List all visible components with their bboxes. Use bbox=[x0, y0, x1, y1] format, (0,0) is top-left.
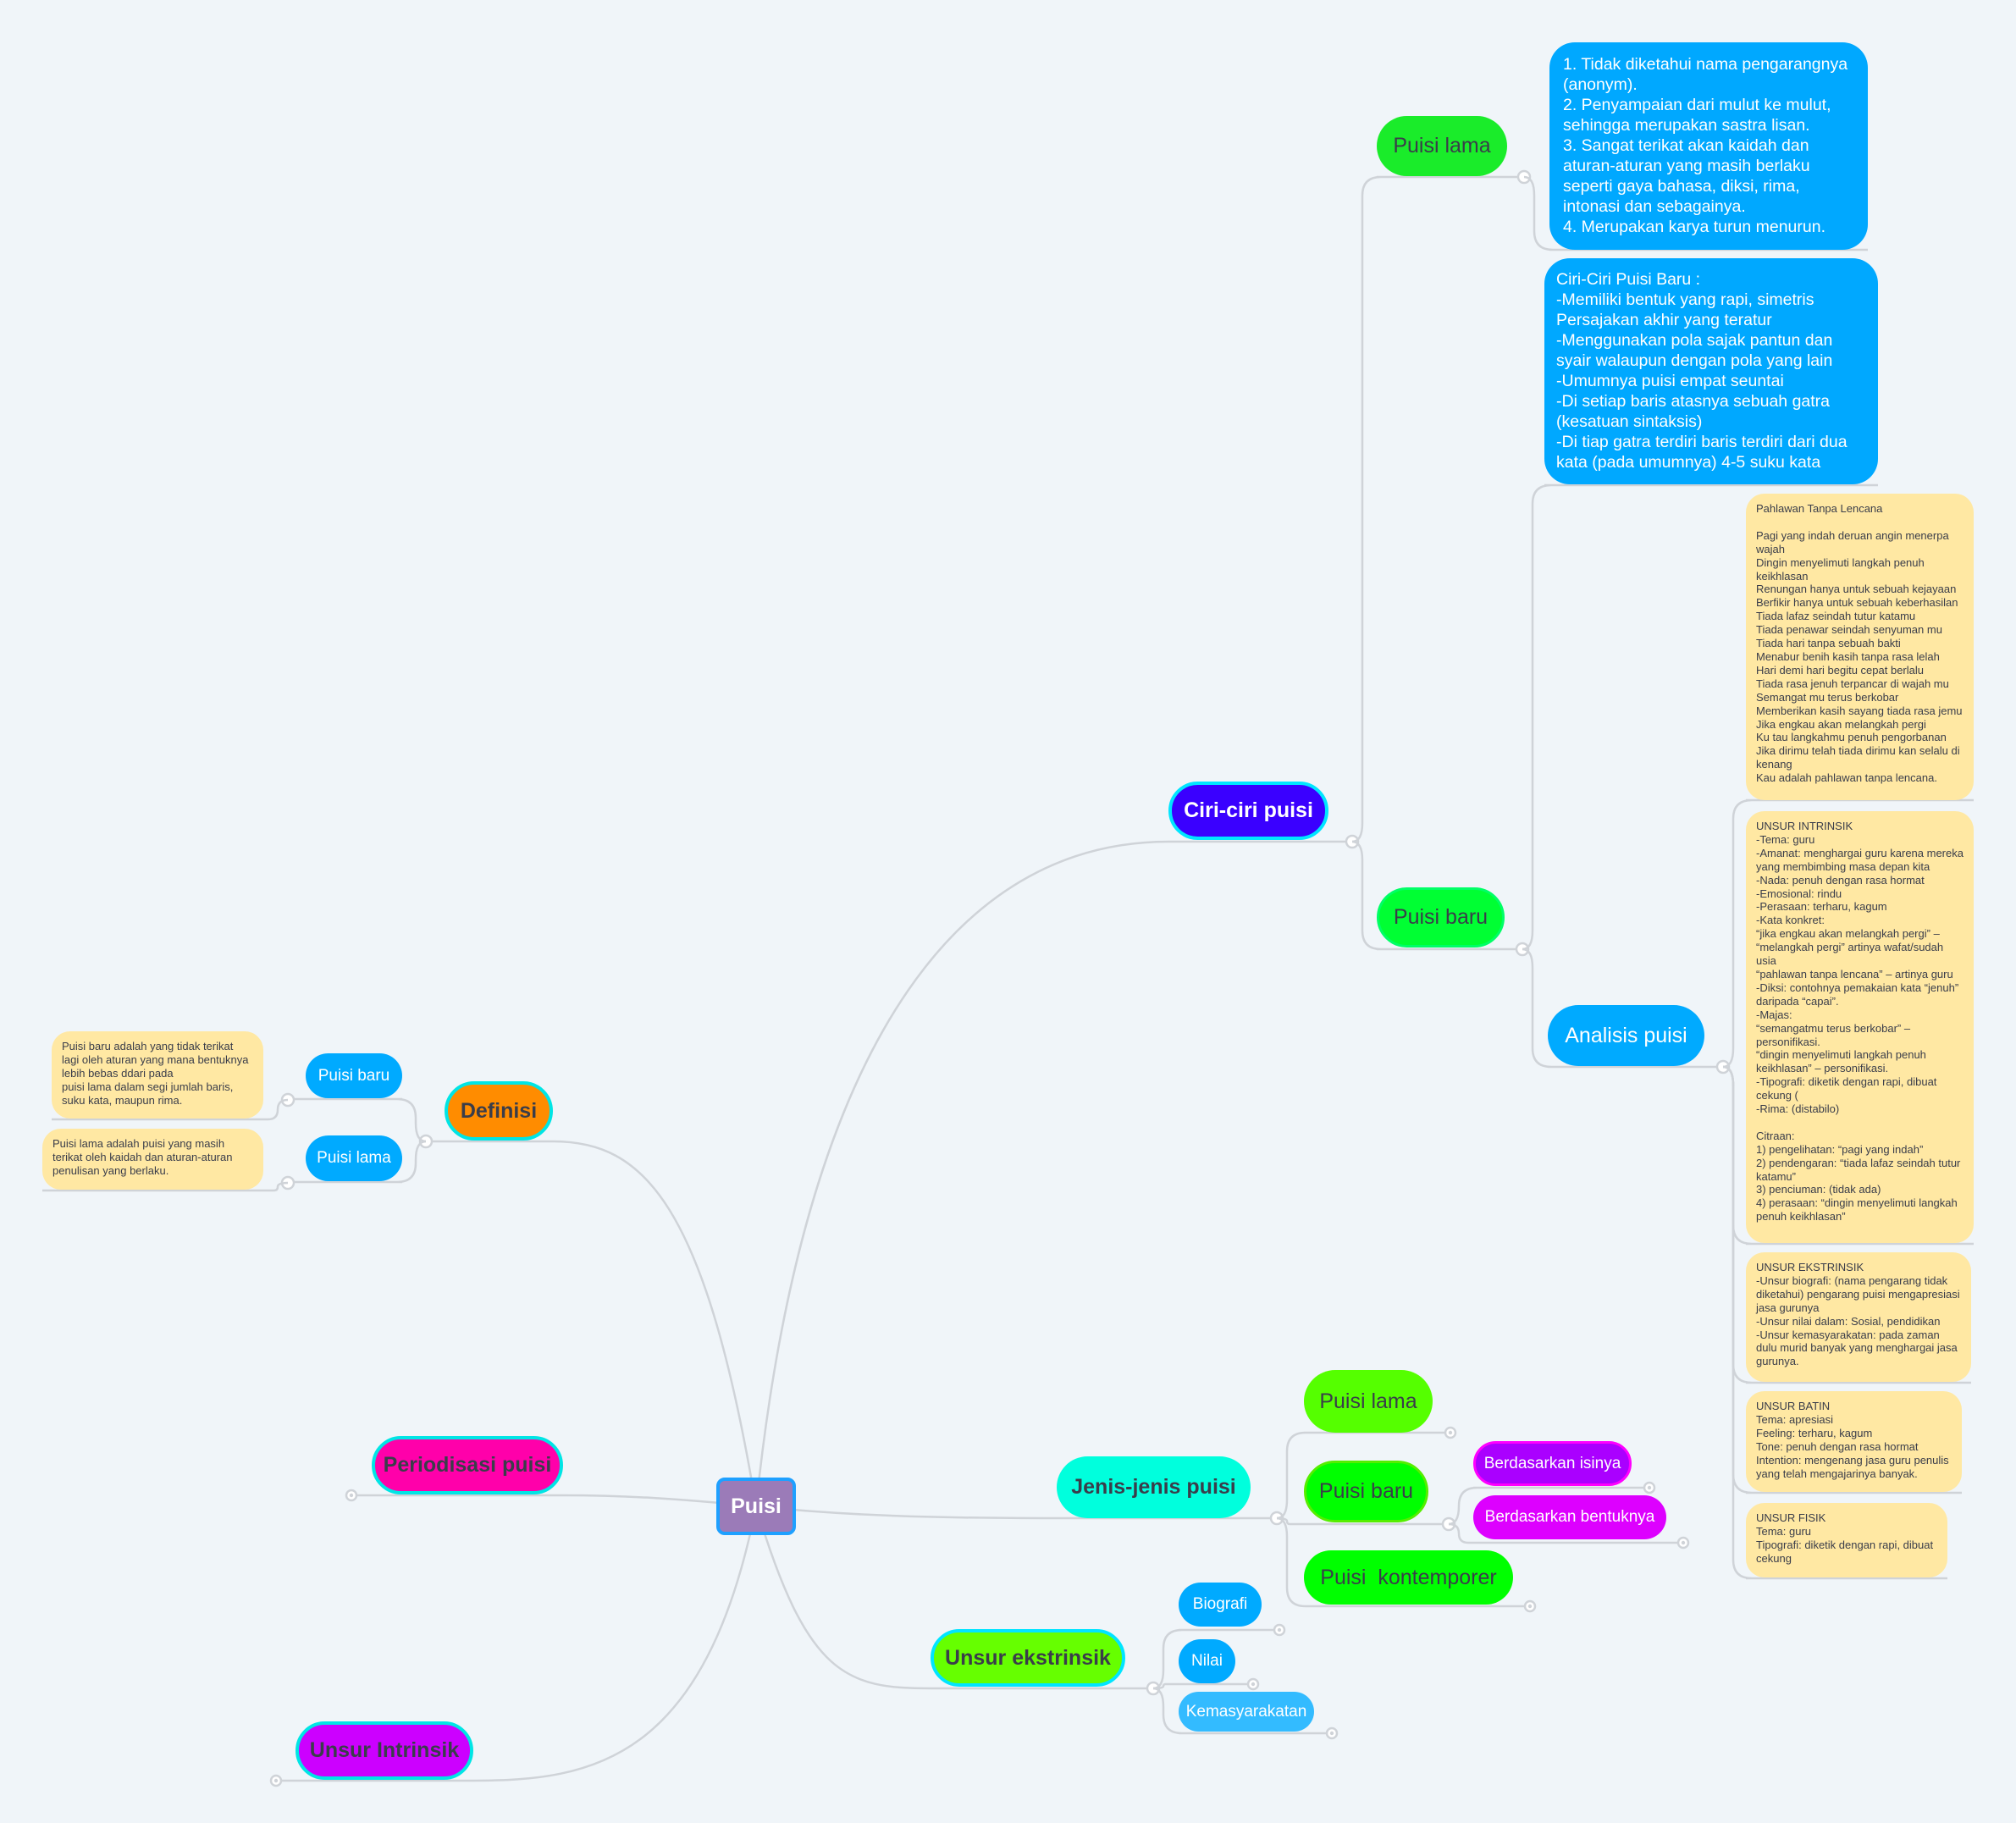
jenis-node[interactable]: Jenis-jenis puisi bbox=[1057, 1456, 1251, 1518]
definisi-puisi-lama-node[interactable]: Puisi lama bbox=[306, 1135, 402, 1181]
kemasyarakatan-node[interactable]: Kemasyarakatan bbox=[1179, 1692, 1314, 1732]
connector bbox=[1351, 175, 1524, 843]
connector bbox=[754, 840, 1169, 1507]
connector bbox=[1351, 840, 1522, 951]
definisi-puisi-baru-note: Puisi baru adalah yang tidak terikat lag… bbox=[52, 1031, 263, 1119]
connector bbox=[1522, 483, 1878, 951]
connector bbox=[754, 1505, 1153, 1690]
toggle-dot-icon bbox=[1251, 1682, 1256, 1687]
connector bbox=[306, 1140, 427, 1184]
ciri-puisi-baru-note: Ciri-Ciri Puisi Baru : -Memiliki bentuk … bbox=[1544, 258, 1878, 484]
poem-note: Pahlawan Tanpa Lencana Pagi yang indah d… bbox=[1746, 494, 1974, 800]
unsur-fisik-note: UNSUR FISIK Tema: guru Tipografi: diketi… bbox=[1746, 1503, 1947, 1577]
connector bbox=[1722, 1065, 1947, 1580]
unsur-batin-note: UNSUR BATIN Tema: apresiasi Feeling: ter… bbox=[1746, 1391, 1962, 1492]
toggle-dot-icon bbox=[1448, 1430, 1453, 1435]
root-node[interactable]: Puisi bbox=[716, 1478, 796, 1535]
nilai-node[interactable]: Nilai bbox=[1179, 1639, 1235, 1683]
biografi-node[interactable]: Biografi bbox=[1179, 1583, 1262, 1627]
connector bbox=[1276, 1431, 1450, 1520]
ciri-puisi-lama-note: 1. Tidak diketahui nama pengarangnya (an… bbox=[1549, 42, 1868, 250]
definisi-node[interactable]: Definisi bbox=[445, 1081, 553, 1141]
jenis-puisi-lama-node[interactable]: Puisi lama bbox=[1304, 1370, 1433, 1433]
berdasarkan-bentuknya-node[interactable]: Berdasarkan bentuknya bbox=[1473, 1495, 1666, 1539]
definisi-puisi-lama-note: Puisi lama adalah puisi yang masih terik… bbox=[42, 1129, 263, 1190]
berdasarkan-isinya-node[interactable]: Berdasarkan isinya bbox=[1473, 1441, 1632, 1486]
toggle-dot-icon bbox=[1527, 1604, 1533, 1609]
jenis-kontemporer-node[interactable]: Puisi kontemporer bbox=[1304, 1550, 1513, 1605]
toggle-dot-icon bbox=[349, 1493, 354, 1498]
ciri-puisi-baru-node[interactable]: Puisi baru bbox=[1377, 887, 1505, 947]
toggle-dot-icon bbox=[1329, 1731, 1334, 1736]
connector bbox=[42, 1181, 289, 1192]
analisis-puisi-node[interactable]: Analisis puisi bbox=[1548, 1005, 1704, 1066]
definisi-puisi-baru-node[interactable]: Puisi baru bbox=[306, 1053, 402, 1098]
connector bbox=[1722, 798, 1974, 1069]
connector bbox=[1152, 1682, 1253, 1690]
unsur-ekstrinsik-note: UNSUR EKSTRINSIK -Unsur biografi: (nama … bbox=[1746, 1252, 1971, 1382]
unsur-ekstrinsik-node[interactable]: Unsur ekstrinsik bbox=[931, 1629, 1125, 1687]
connector bbox=[1152, 1628, 1279, 1690]
connector bbox=[1152, 1687, 1332, 1735]
connector bbox=[1523, 175, 1868, 251]
connector bbox=[1448, 1522, 1683, 1544]
ciri-puisi-lama-node[interactable]: Puisi lama bbox=[1377, 116, 1507, 176]
connector bbox=[1276, 1516, 1530, 1608]
connector bbox=[426, 1140, 758, 1507]
connector bbox=[351, 1494, 757, 1508]
toggle-dot-icon bbox=[1681, 1540, 1686, 1545]
connector bbox=[52, 1098, 289, 1121]
periodisasi-node[interactable]: Periodisasi puisi bbox=[372, 1436, 563, 1494]
connector bbox=[1448, 1486, 1649, 1526]
ciri-ciri-node[interactable]: Ciri-ciri puisi bbox=[1168, 782, 1328, 840]
toggle-dot-icon bbox=[1647, 1485, 1652, 1490]
toggle-dot-icon bbox=[1277, 1627, 1282, 1632]
unsur-intrinsik-note: UNSUR INTRINSIK -Tema: guru -Amanat: men… bbox=[1746, 811, 1974, 1243]
toggle-dot-icon bbox=[273, 1778, 279, 1783]
connector bbox=[306, 1097, 427, 1143]
unsur-intrinsik-node[interactable]: Unsur Intrinsik bbox=[295, 1721, 473, 1780]
connector bbox=[1276, 1516, 1449, 1526]
jenis-puisi-baru-node[interactable]: Puisi baru bbox=[1304, 1461, 1428, 1522]
connector bbox=[1522, 947, 1704, 1069]
connector bbox=[276, 1505, 758, 1782]
